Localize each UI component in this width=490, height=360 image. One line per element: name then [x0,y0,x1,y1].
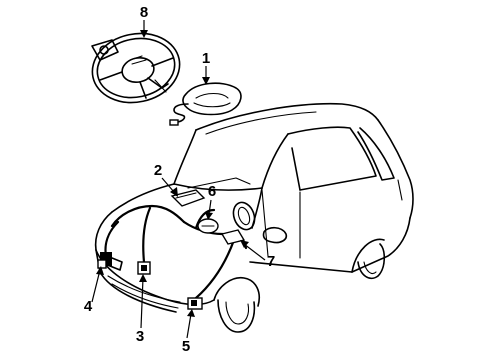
clock-spring [197,218,219,234]
callout-3-label: 3 [136,328,144,345]
callout-6: 6 [205,183,216,220]
diagnostic-module [170,189,206,207]
front-sensor-right [187,297,203,310]
callout-1: 1 [202,50,210,85]
front-sensor-center [137,261,151,275]
callout-8: 8 [140,4,148,38]
callout-8-label: 8 [140,4,148,21]
airbag-module [169,82,242,126]
callout-3: 3 [136,274,147,345]
callout-7: 7 [240,240,275,270]
sensor-unit-7 [220,229,246,245]
callout-5: 5 [182,309,195,355]
callout-5-label: 5 [182,338,190,355]
callout-4-label: 4 [84,298,93,315]
callout-6-label: 6 [208,183,216,200]
callout-2-label: 2 [154,162,162,179]
steering-wheel [91,32,181,104]
callout-7-label: 7 [267,253,275,270]
passenger-airbag [232,201,256,231]
front-sensor-left [97,252,112,269]
callout-1-label: 1 [202,50,210,67]
callout-2: 2 [154,162,178,197]
callout-4: 4 [84,266,104,315]
